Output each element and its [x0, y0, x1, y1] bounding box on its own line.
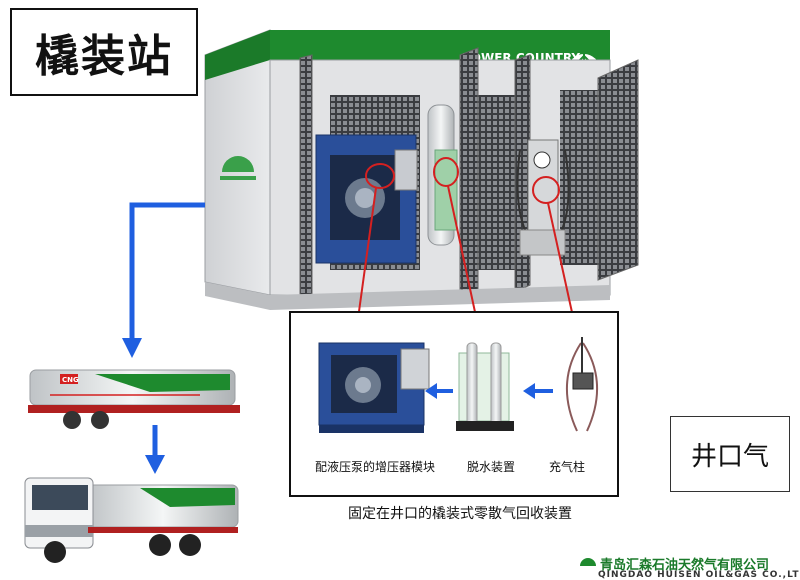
company-logo-icon — [580, 558, 596, 566]
caption-dehydrator: 脱水装置 — [467, 460, 516, 474]
tube-trailer — [28, 369, 240, 429]
dispenser-detail — [566, 337, 598, 432]
flow-arrow-to-trailer — [129, 202, 205, 342]
company-name-en: QINGDAO HUISEN OIL&GAS CO.,LTD — [598, 570, 800, 580]
page-title: 橇装站 — [10, 8, 198, 96]
station-roof-band — [205, 30, 610, 60]
trailer-sign: CNG — [62, 376, 79, 384]
caption-booster: 配液压泵的增压器模块 — [315, 460, 436, 474]
equipment-detail-drawing — [318, 337, 598, 433]
station-door — [299, 54, 313, 305]
main-caption: 固定在井口的橇装式零散气回收装置 — [348, 506, 572, 522]
wellhead-gas-label: 井口气 — [670, 416, 790, 492]
flow-arrow-dispenser-to-dehydrator — [523, 383, 553, 399]
equipment-detail-panel: 配液压泵的增压器模块 脱水装置 充气柱 — [289, 311, 619, 497]
dehydrator-detail — [456, 342, 514, 431]
caption-dispenser: 充气柱 — [549, 460, 586, 474]
skid-base — [205, 282, 610, 310]
station-door — [459, 47, 479, 301]
cng-truck — [24, 477, 239, 563]
side-logo-icon — [220, 156, 256, 180]
booster-module-detail — [318, 342, 430, 433]
flow-arrow-dehydrator-to-booster — [425, 383, 453, 399]
station-door — [597, 59, 639, 281]
company-name: 青岛汇森石油天然气有限公司 — [600, 558, 770, 573]
